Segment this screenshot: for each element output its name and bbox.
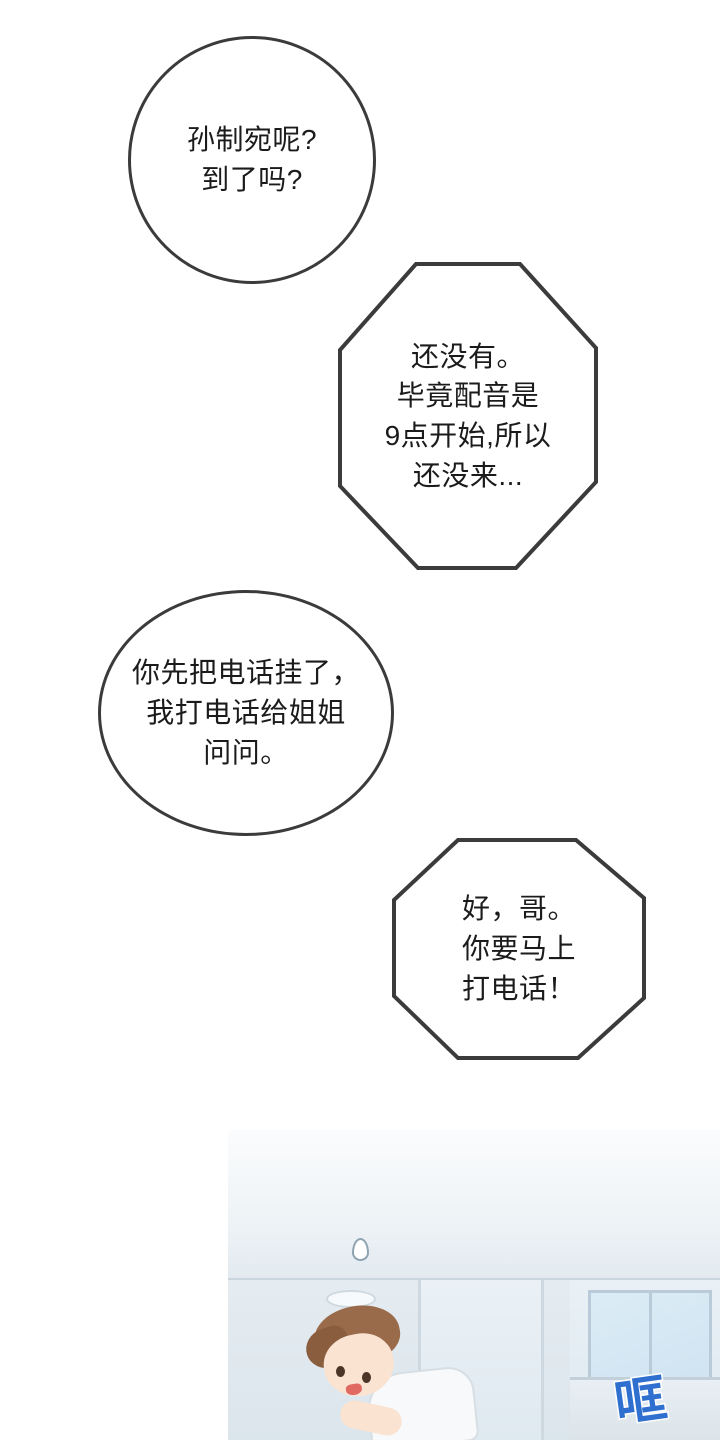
ceiling [228,1130,720,1280]
speech-bubble-1: 孙制宛呢? 到了吗? [128,36,376,284]
speech-bubble-4: 好，哥。 你要马上 打电话！ [392,838,646,1060]
speech-bubble-2: 还没有。 毕竟配音是 9点开始,所以 还没来... [338,262,598,570]
sweat-drop-icon [352,1238,369,1261]
sound-effect-text: 哐 [609,1368,672,1436]
speech-bubble-2-text: 还没有。 毕竟配音是 9点开始,所以 还没来... [384,340,552,491]
character-boy [280,1298,480,1440]
speech-bubble-4-outline [392,838,646,1060]
bottom-artwork-panel: 哐 [228,1130,720,1440]
speech-bubble-4-text: 好，哥。 你要马上 打电话！ [461,893,576,1004]
character-eye-right [362,1372,371,1383]
window [588,1290,712,1392]
speech-bubble-3: 你先把电话挂了， 我打电话给姐姐 问问。 [98,590,394,836]
window-mullion [649,1293,652,1389]
ceiling-edge-line [228,1278,720,1280]
character-eye-left [336,1366,345,1377]
counter [570,1377,720,1440]
speech-bubble-2-outline [338,262,598,570]
